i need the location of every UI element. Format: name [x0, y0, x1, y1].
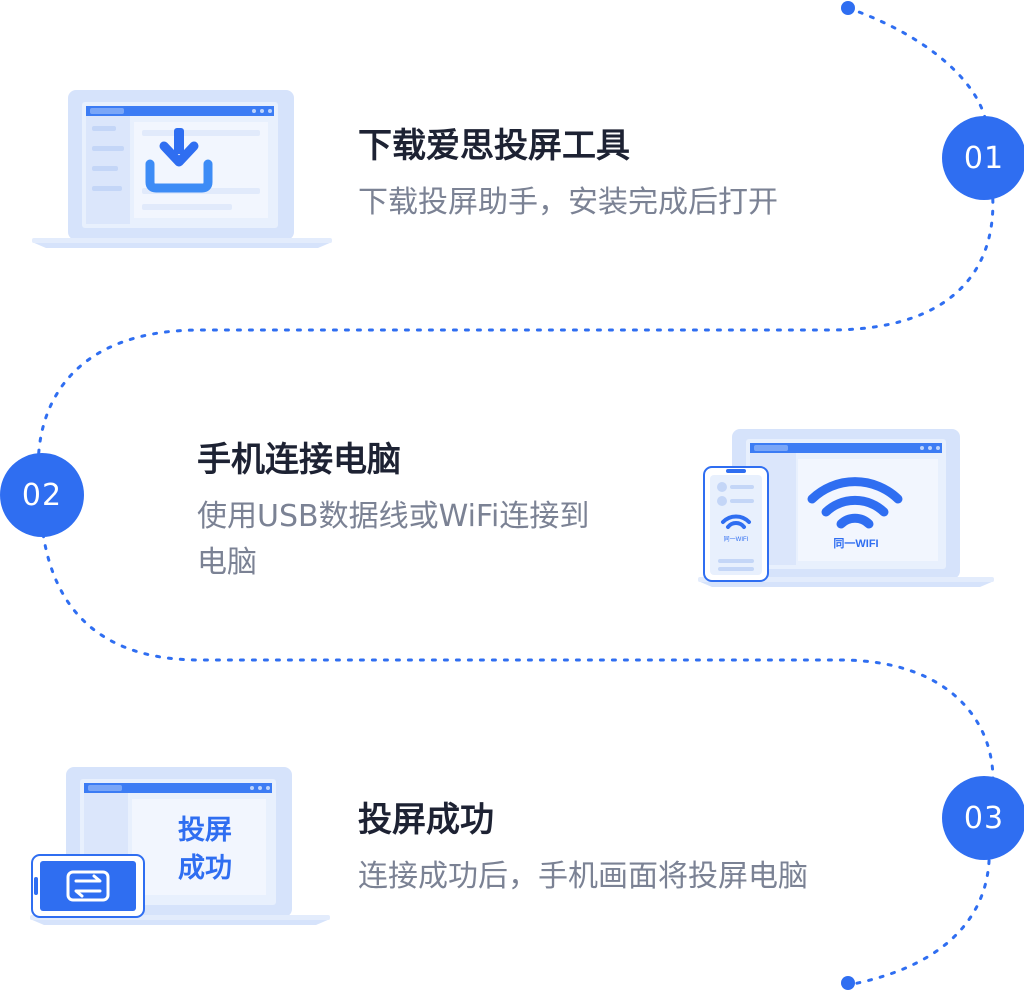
step-2-description: 使用USB数据线或WiFi连接到 电脑: [197, 494, 589, 586]
step-2-title: 手机连接电脑: [197, 440, 401, 480]
step-2-number: 02: [0, 453, 84, 537]
wifi-big-label: 同一WIFI: [833, 537, 878, 550]
laptop-download-illustration: [32, 90, 332, 248]
phone-wifi-icon: [721, 514, 751, 529]
success-text-line1: 投屏: [178, 815, 232, 846]
projection-success-illustration: 投屏 成功: [30, 767, 330, 925]
switch-icon: [66, 870, 110, 902]
step-1-title: 下载爱思投屏工具: [358, 126, 630, 166]
step-3-title: 投屏成功: [358, 800, 494, 840]
success-text-line2: 成功: [178, 853, 232, 884]
download-icon: [145, 128, 213, 193]
path-end-dot: [841, 976, 855, 990]
step-2-description-line2: 电脑: [197, 545, 257, 580]
step-3-number: 03: [942, 776, 1024, 860]
step-1-description: 下载投屏助手，安装完成后打开: [358, 185, 778, 220]
wifi-small-label: 同一WIFI: [724, 536, 749, 543]
wifi-icon: [807, 477, 903, 529]
step-3-description: 连接成功后，手机画面将投屏电脑: [358, 859, 808, 894]
step-2-description-line1: 使用USB数据线或WiFi连接到: [197, 499, 590, 534]
path-start-dot: [841, 1, 855, 15]
step-1-number: 01: [942, 116, 1024, 200]
wifi-connection-illustration: 同一WIFI 同一WIFI: [698, 429, 994, 587]
